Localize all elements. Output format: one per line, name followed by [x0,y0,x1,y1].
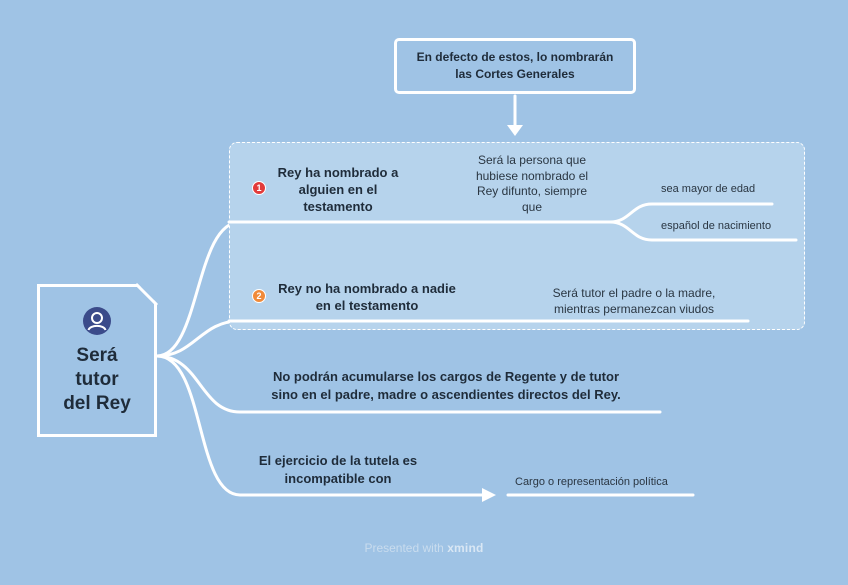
connector-branch3 [155,354,662,414]
branch3-line2: sino en el padre, madre o ascendientes d… [271,387,621,402]
condition-espanol-nacimiento[interactable]: español de nacimiento [661,220,772,232]
top-note-line2: las Cortes Generales [455,67,575,81]
branch4-arrowhead [482,488,496,502]
branch3-label[interactable]: No podrán acumularse los cargos de Regen… [244,368,648,404]
root-title-line2: tutor [75,368,119,390]
connector-condition-2-overlay [608,220,798,242]
root-topic[interactable]: Será tutor del Rey [37,284,157,437]
priority-1-badge: 1 [252,181,266,195]
condition-mayor-de-edad[interactable]: sea mayor de edad [661,183,756,195]
branch4-label-line2: incompatible con [284,471,392,486]
branch2-label-line1: Rey no ha nombrado a nadie [278,281,456,296]
top-note-line1: En defecto de estos, lo nombrarán [416,50,614,64]
branch1-detail-line3: Rey difunto, siempre [476,184,588,198]
branch1-label-line2: alguien en el [298,182,378,197]
page-fold-corner [136,282,160,306]
branch2-detail-line1: Será tutor el padre o la madre, [552,286,716,300]
xmind-logo: xmind [447,541,484,555]
user-avatar-icon [83,306,111,335]
priority-2-badge: 2 [252,289,266,303]
top-arrowhead [507,125,523,136]
connector-branch4 [155,354,484,497]
branch1-detail-line2: hubiese nombrado el [475,168,589,183]
testament-group [229,142,805,330]
branch2-label-line2: en el testamento [315,298,419,313]
footer-prefix: Presented with [364,541,444,555]
branch4-label[interactable]: El ejercicio de la tutela es incompatibl… [246,452,430,488]
branch1-label-line3: testamento [303,199,373,214]
branch1-label-line1: Rey ha nombrado a [277,165,399,180]
presented-with-footer[interactable]: Presented with xmind [0,541,848,555]
root-title-line3: del Rey [63,392,131,414]
cortes-generales-note[interactable]: En defecto de estos, lo nombrarán las Co… [394,38,636,94]
incompatible-target[interactable]: Cargo o representación política [515,476,668,488]
branch1-detail-line4: que [521,199,543,214]
branch2-detail-line2: mientras permanezcan viudos [553,302,715,316]
branch1-detail[interactable]: Será la persona que hubiese nombrado el … [464,153,600,215]
branch2-detail[interactable]: Será tutor el padre o la madre, mientras… [536,285,732,317]
branch4-label-line1: El ejercicio de la tutela es [258,453,418,468]
branch3-line1: No podrán acumularse los cargos de Regen… [272,369,620,384]
branch1-detail-line1: Será la persona que [477,153,587,167]
root-title: Será tutor del Rey [63,344,131,416]
branch2-label[interactable]: Rey no ha nombrado a nadie en el testame… [272,280,462,314]
branch1-label[interactable]: Rey ha nombrado a alguien en el testamen… [272,164,404,215]
root-title-line1: Será [76,344,118,366]
